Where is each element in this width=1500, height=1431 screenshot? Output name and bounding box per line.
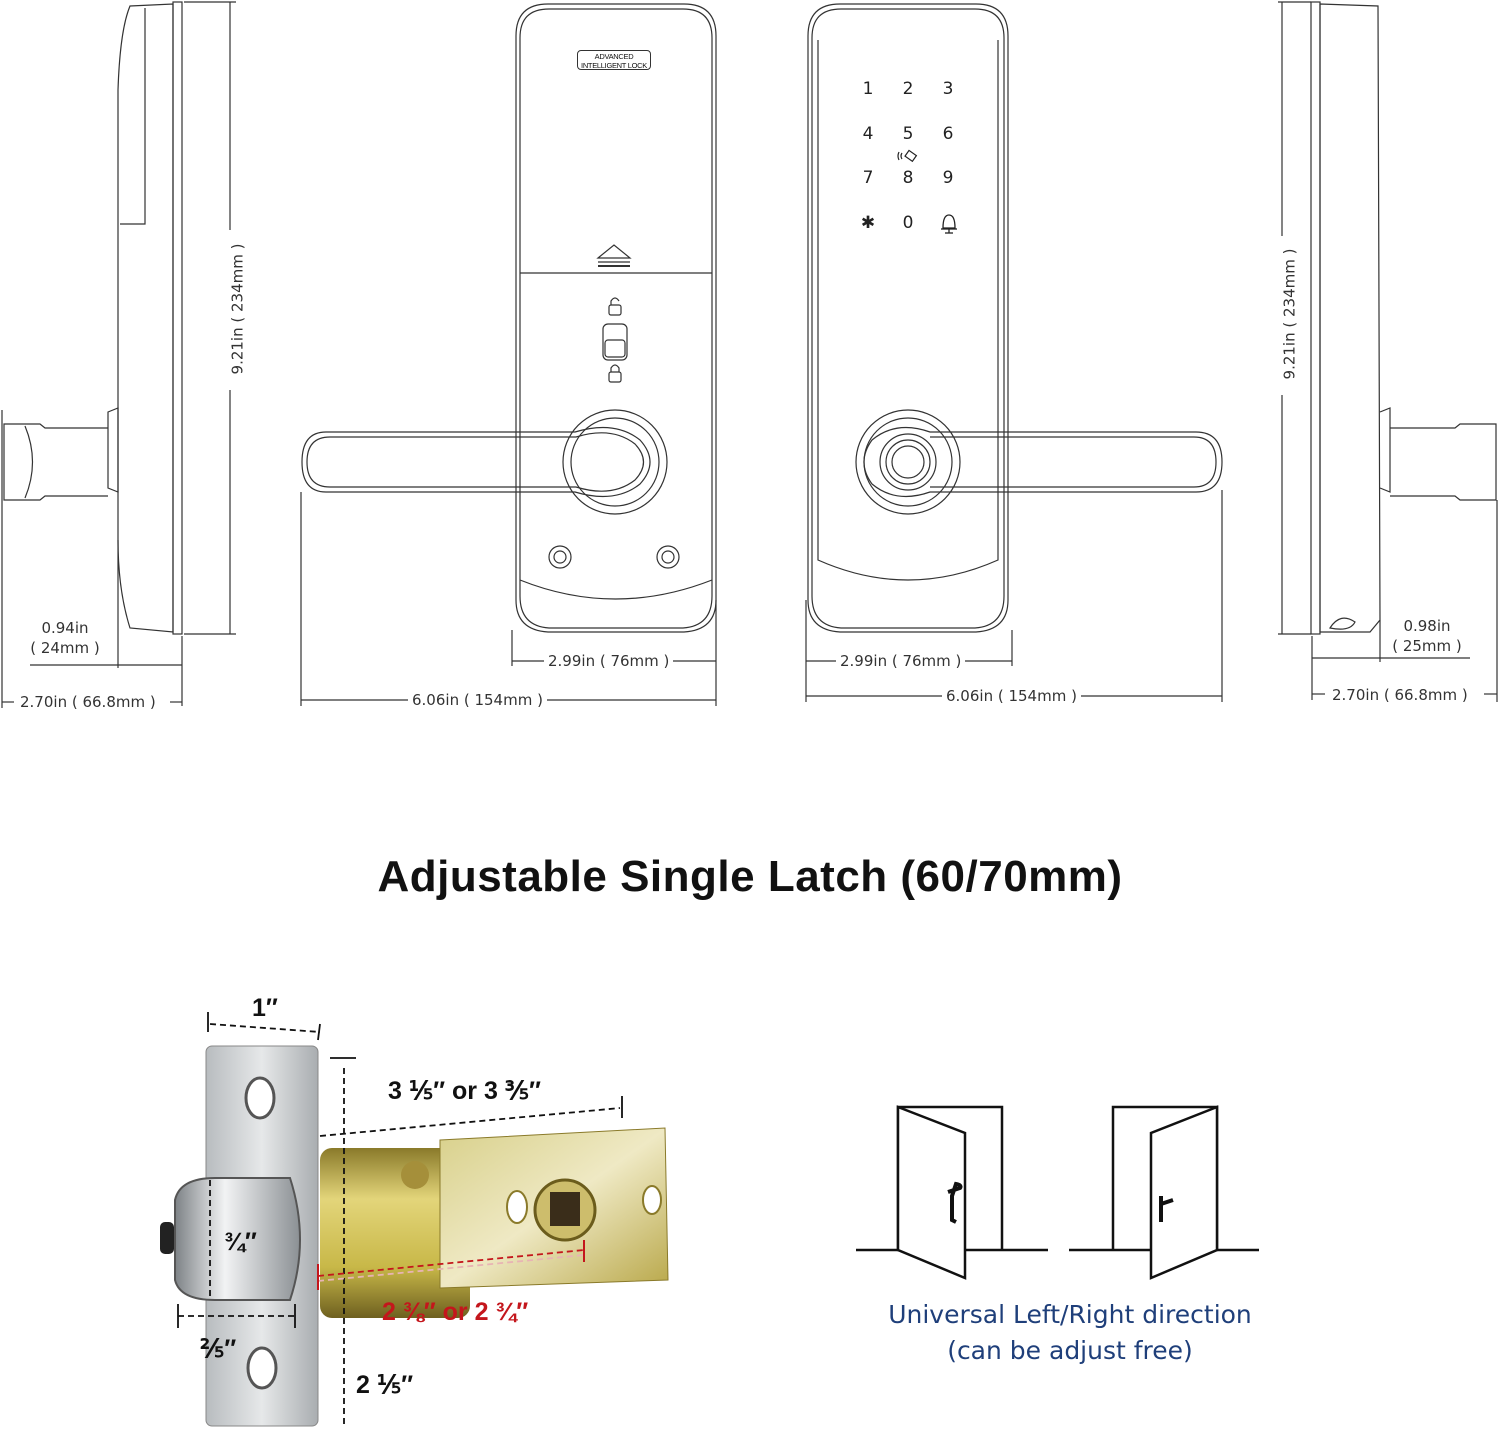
door-left-hand-icon	[856, 1105, 1048, 1280]
door-direction-caption: Universal Left/Right direction (can be a…	[840, 1297, 1300, 1369]
key-4: 4	[862, 124, 874, 144]
key-0: 0	[902, 213, 914, 233]
section-title: Adjustable Single Latch (60/70mm)	[377, 852, 1123, 901]
caption-line-2: (can be adjust free)	[947, 1336, 1193, 1365]
front-width-label: 2.99in ( 76mm )	[544, 652, 674, 670]
bolt-height-label: ¾″	[224, 1228, 257, 1256]
left-depth-label: 0.94in ( 24mm )	[22, 618, 108, 658]
back-view	[805, 3, 1223, 702]
key-7: 7	[862, 168, 874, 188]
key-star: ✱	[860, 213, 876, 233]
left-overall-label: 2.70in ( 66.8mm )	[16, 693, 160, 711]
right-overall-label: 2.70in ( 66.8mm )	[1328, 686, 1472, 704]
badge-line-2: INTELLIGENT LOCK	[581, 61, 647, 70]
front-overall-label: 6.06in ( 154mm )	[408, 691, 547, 709]
front-view	[300, 3, 717, 706]
key-1: 1	[862, 79, 874, 99]
badge-line-1: ADVANCED	[594, 52, 634, 61]
right-side-profile	[1278, 1, 1498, 702]
left-depth-mm: ( 24mm )	[30, 639, 100, 657]
back-overall-label: 6.06in ( 154mm )	[942, 687, 1081, 705]
right-depth-mm: ( 25mm )	[1392, 637, 1462, 655]
doorbell-icon	[941, 214, 957, 234]
right-height-label: 9.21in ( 234mm )	[1280, 244, 1299, 384]
door-right-hand-icon	[1069, 1105, 1259, 1280]
left-depth-in: 0.94in	[41, 619, 89, 637]
faceplate-width-label: 1″	[252, 994, 278, 1022]
right-depth-in: 0.98in	[1403, 617, 1451, 635]
product-badge: ADVANCED INTELLIGENT LOCK	[577, 50, 651, 70]
key-9: 9	[942, 168, 954, 188]
nfc-card-icon	[897, 149, 918, 163]
back-width-label: 2.99in ( 76mm )	[836, 652, 966, 670]
bolt-projection-label: ⅖″	[200, 1335, 237, 1363]
lock-line-drawings	[1, 1, 1498, 708]
backset-total-label: 3 ⅕″ or 3 ⅗″	[388, 1077, 542, 1105]
backset-label: 2 ⅜″ or 2 ¾″	[382, 1298, 529, 1326]
faceplate-height-label: 2 ⅕″	[356, 1371, 414, 1399]
left-height-label: 9.21in ( 234mm )	[228, 239, 247, 379]
key-5: 5	[902, 124, 914, 144]
caption-line-1: Universal Left/Right direction	[888, 1300, 1252, 1329]
key-2: 2	[902, 79, 914, 99]
left-side-profile	[1, 1, 236, 708]
key-3: 3	[942, 79, 954, 99]
key-6: 6	[942, 124, 954, 144]
right-depth-label: 0.98in ( 25mm )	[1384, 616, 1470, 656]
key-8: 8	[902, 168, 914, 188]
